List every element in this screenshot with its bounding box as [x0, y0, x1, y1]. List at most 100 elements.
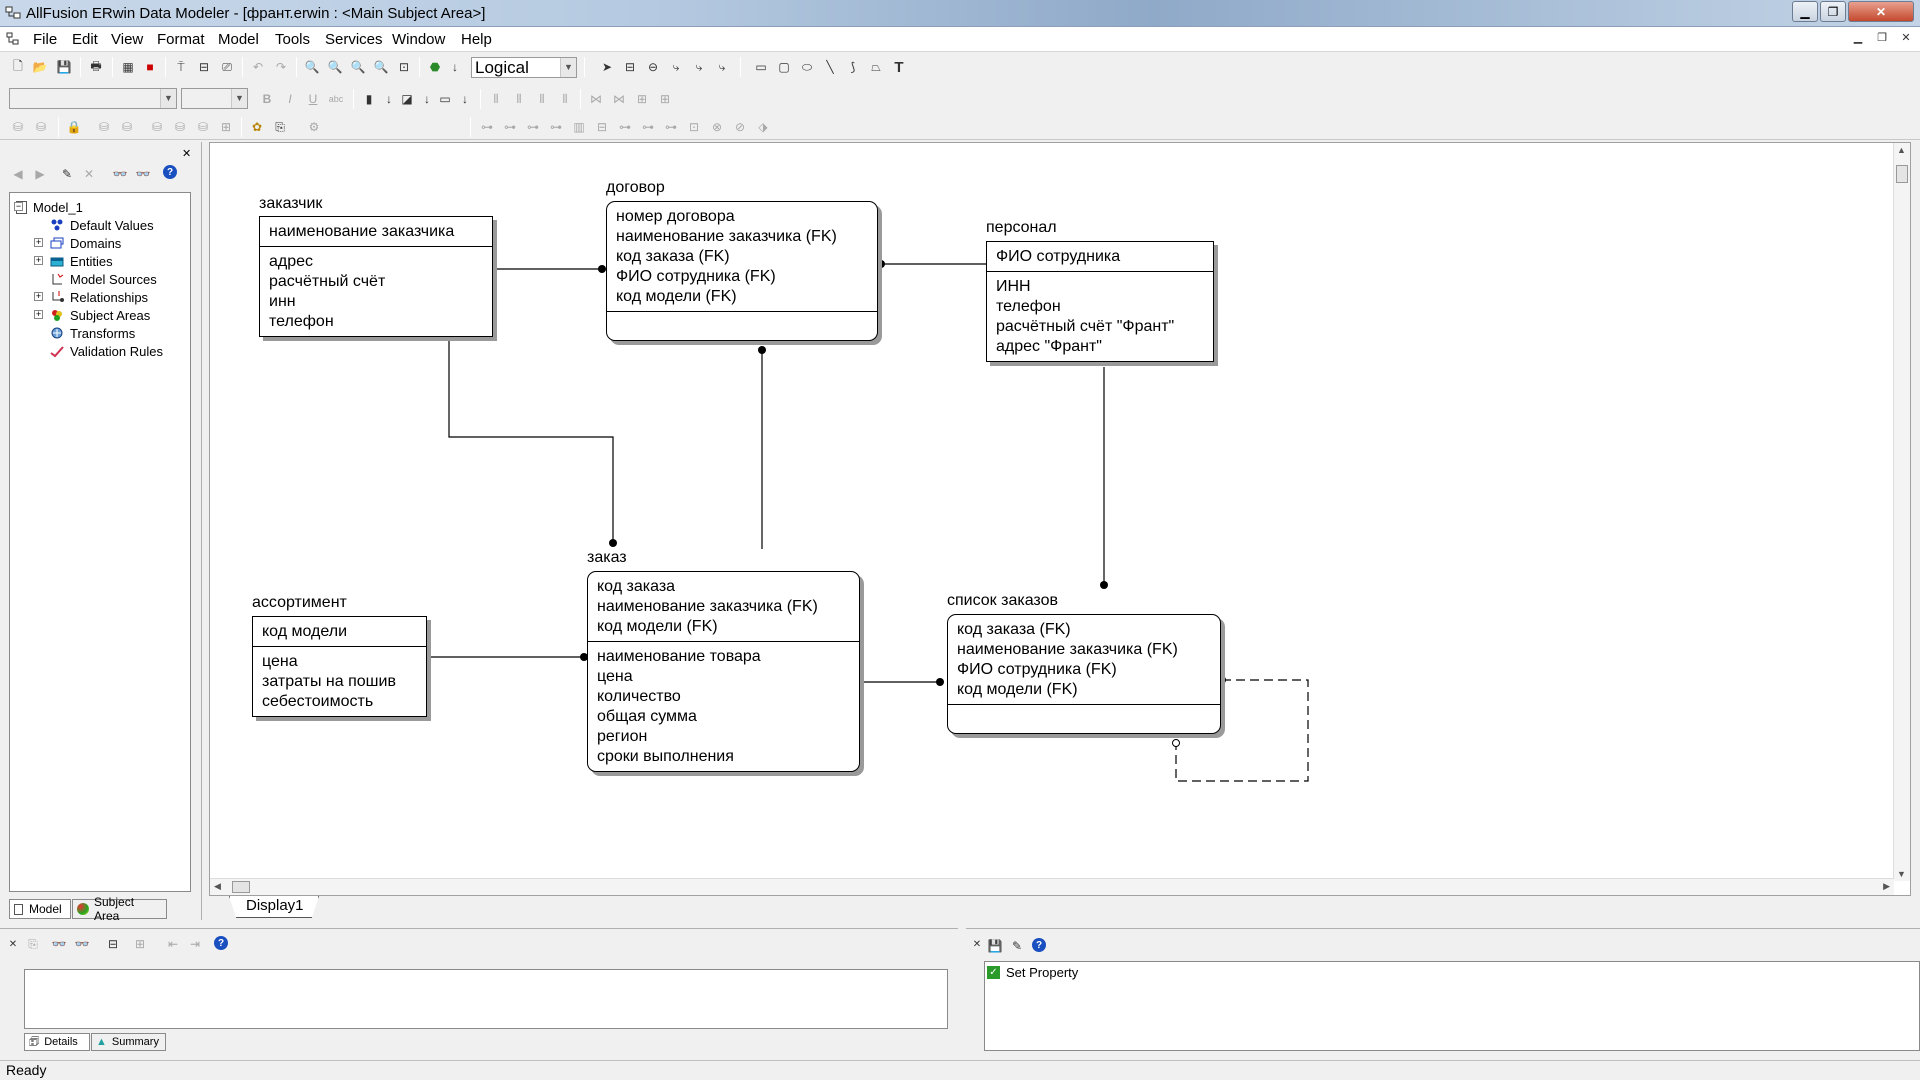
- minimize-window-button[interactable]: ▁: [1792, 1, 1818, 22]
- same-size-icon[interactable]: ⊞: [636, 92, 648, 106]
- align-left-icon[interactable]: ⫴: [493, 91, 499, 106]
- many-to-many-relationship-icon[interactable]: ⤷: [695, 59, 703, 74]
- find-next-icon[interactable]: 👓: [74, 937, 90, 951]
- horizontal-scroll-thumb[interactable]: [232, 881, 250, 893]
- horizontal-scrollbar[interactable]: ◀ ▶: [210, 878, 1894, 895]
- menu-window[interactable]: Window: [392, 31, 446, 48]
- entity-attribute[interactable]: цена: [262, 653, 298, 670]
- zoom-normal-icon[interactable]: 🔍: [350, 60, 366, 74]
- entity-attribute[interactable]: наименование заказчика (FK): [597, 598, 818, 615]
- database-sync-icon[interactable]: ⛁: [121, 120, 133, 134]
- tree-node-validation-rules[interactable]: Validation Rules: [50, 342, 163, 360]
- line-color-dropdown-icon[interactable]: ↓: [424, 92, 430, 106]
- zoom-out-icon[interactable]: 🔍: [304, 60, 320, 74]
- redo-icon[interactable]: ↷: [275, 60, 287, 74]
- print-icon[interactable]: 🖶: [90, 58, 102, 73]
- list-item[interactable]: ✓ Set Property: [987, 965, 1078, 980]
- scroll-up-icon[interactable]: ▲: [1897, 145, 1906, 155]
- forward-engineer-icon[interactable]: ⛁: [12, 120, 24, 134]
- properties-icon[interactable]: ⎘: [28, 936, 38, 951]
- redo-log-icon[interactable]: ⇥: [189, 937, 201, 951]
- transform-icon-7[interactable]: ⊶: [619, 120, 631, 134]
- entity-attribute[interactable]: сроки выполнения: [597, 748, 734, 765]
- font-color-icon[interactable]: ▭: [439, 92, 451, 106]
- close-icon[interactable]: ✕: [182, 148, 192, 160]
- entity-attribute[interactable]: количество: [597, 688, 681, 705]
- entity-customer[interactable]: наименование заказчика адрес расчётный с…: [259, 216, 493, 337]
- font-name-select[interactable]: ▼: [9, 88, 177, 109]
- back-icon[interactable]: ◀: [13, 167, 23, 181]
- table-icon[interactable]: ⊞: [220, 120, 232, 134]
- edit-icon[interactable]: ⊞: [134, 937, 146, 951]
- entity-attribute[interactable]: ФИО сотрудника (FK): [957, 661, 1117, 678]
- new-file-icon[interactable]: 🗋: [13, 58, 23, 73]
- entity-attribute[interactable]: ФИО сотрудника: [996, 248, 1121, 265]
- help-icon[interactable]: ?: [214, 936, 228, 950]
- open-file-icon[interactable]: 📂: [32, 60, 48, 74]
- tree-node-model[interactable]: Model_1: [16, 198, 83, 216]
- delete-icon[interactable]: ✕: [83, 167, 95, 181]
- entity-order[interactable]: код заказа наименование заказчика (FK) к…: [587, 571, 860, 772]
- entity-attribute[interactable]: цена: [597, 668, 633, 685]
- note-icon[interactable]: ⎚: [222, 59, 232, 74]
- font-color-dropdown-icon[interactable]: ↓: [462, 92, 468, 106]
- menu-tools[interactable]: Tools: [275, 31, 311, 48]
- bold-icon[interactable]: B: [262, 92, 272, 106]
- tree-node-entities[interactable]: + Entities: [34, 252, 113, 270]
- mdi-restore-button[interactable]: ❐: [1877, 32, 1887, 44]
- scroll-right-icon[interactable]: ▶: [1883, 881, 1890, 891]
- filter-icon[interactable]: ⊟: [107, 937, 119, 951]
- text-tool-icon[interactable]: T: [894, 58, 904, 76]
- tab-model[interactable]: Model: [9, 899, 71, 919]
- entity-order-list[interactable]: код заказа (FK) наименование заказчика (…: [947, 614, 1221, 734]
- fill-color-dropdown-icon[interactable]: ↓: [386, 92, 392, 106]
- transform-icon-10[interactable]: ⊡: [688, 120, 700, 134]
- entity-attribute[interactable]: код заказа (FK): [957, 621, 1071, 638]
- transform-icon-4[interactable]: ⊶: [550, 120, 562, 134]
- ellipse-tool-icon[interactable]: ⬭: [801, 59, 813, 74]
- entity-attribute[interactable]: наименование заказчика (FK): [957, 641, 1178, 658]
- entity-attribute[interactable]: общая сумма: [597, 708, 697, 725]
- database-schema-icon[interactable]: ⛁: [174, 120, 186, 134]
- menu-model[interactable]: Model: [218, 31, 259, 48]
- mdi-minimize-button[interactable]: ▁: [1853, 32, 1863, 44]
- tree-node-transforms[interactable]: Transforms: [50, 324, 135, 342]
- entity-staff[interactable]: ФИО сотрудника ИНН телефон расчётный счё…: [986, 241, 1214, 362]
- entity-attribute[interactable]: затраты на пошив: [262, 673, 396, 690]
- find-icon[interactable]: 👓: [51, 937, 67, 951]
- mdi-close-button[interactable]: ✕: [1901, 32, 1911, 44]
- diagram-canvas[interactable]: заказчик наименование заказчика адрес ра…: [209, 142, 1911, 896]
- zoom-window-icon[interactable]: ⊡: [398, 60, 410, 74]
- entity-attribute[interactable]: ФИО сотрудника (FK): [616, 268, 776, 285]
- menu-help[interactable]: Help: [461, 31, 492, 48]
- expand-expander[interactable]: +: [34, 309, 43, 319]
- model-explorer-icon[interactable]: ▦: [122, 60, 134, 74]
- fill-color-icon[interactable]: ▮: [365, 92, 373, 106]
- view-mode-select[interactable]: Logical ▼: [471, 57, 577, 78]
- tree-node-default-values[interactable]: Default Values: [50, 216, 154, 234]
- italic-icon[interactable]: I: [288, 92, 292, 106]
- polygon-tool-icon[interactable]: ⏢: [871, 59, 881, 74]
- save-icon[interactable]: 💾: [987, 939, 1003, 953]
- entity-display-icon[interactable]: ⊟: [198, 60, 210, 74]
- help-icon[interactable]: ?: [1032, 938, 1046, 952]
- align-right-icon[interactable]: ⫴: [539, 91, 545, 106]
- tab-details[interactable]: 🗊 Details: [24, 1033, 90, 1051]
- transform-icon-5[interactable]: ▥: [573, 120, 585, 134]
- identifying-relationship-icon[interactable]: ⤷: [672, 59, 680, 74]
- polyline-tool-icon[interactable]: ⟆: [850, 60, 856, 74]
- font-size-select[interactable]: ▼: [181, 88, 248, 109]
- mart-explorer-icon[interactable]: ⎘: [275, 119, 285, 134]
- zoom-in-icon[interactable]: 🔍: [327, 60, 343, 74]
- entity-attribute[interactable]: номер договора: [616, 208, 735, 225]
- entity-attribute[interactable]: наименование заказчика (FK): [616, 228, 837, 245]
- close-icon[interactable]: ✕: [972, 938, 982, 950]
- diagram-icon[interactable]: ⬣: [429, 60, 441, 74]
- checkbox-icon[interactable]: ✓: [987, 966, 1000, 979]
- entity-attribute[interactable]: код модели (FK): [597, 618, 718, 635]
- vertical-scroll-thumb[interactable]: [1896, 165, 1908, 183]
- close-icon[interactable]: ✕: [8, 938, 18, 950]
- entity-attribute[interactable]: инн: [269, 293, 296, 310]
- tab-summary[interactable]: ▲ Summary: [91, 1033, 166, 1051]
- entity-attribute[interactable]: код модели (FK): [957, 681, 1078, 698]
